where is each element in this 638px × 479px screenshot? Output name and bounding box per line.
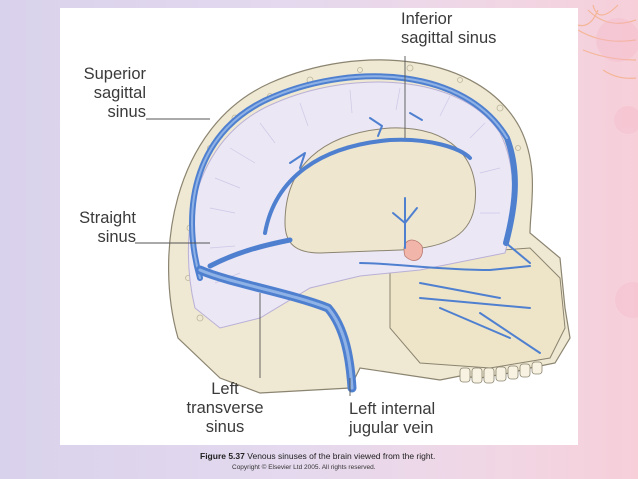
- facial-veins: [359, 242, 541, 354]
- figure-number: Figure 5.37: [200, 451, 245, 461]
- decorative-flower-graphic: [567, 4, 638, 318]
- teeth: [459, 361, 543, 384]
- figure-caption-text: Venous sinuses of the brain viewed from …: [247, 451, 436, 461]
- label-left-internal-jugular-vein: Left internal jugular vein: [349, 400, 436, 437]
- central-ventricle: [284, 127, 477, 254]
- label-left-transverse-sinus: Left transverse sinus: [186, 380, 264, 436]
- inferior-sagittal-sinus: [263, 137, 472, 235]
- copyright-notice: Copyright © Elsevier Ltd 2005. All right…: [232, 464, 376, 471]
- facial-bones: [389, 247, 566, 369]
- figure-caption: Figure 5.37 Venous sinuses of the brain …: [200, 451, 435, 461]
- venous-sinus-diagram: [135, 56, 571, 396]
- pituitary: [403, 239, 423, 261]
- straight-sinus-vessel: [207, 237, 293, 269]
- label-superior-sagittal-sinus: Superior sagittal sinus: [83, 65, 146, 121]
- label-straight-sinus: Straight sinus: [79, 209, 136, 246]
- figure-panel: Inferior sagittal sinus Superior sagitta…: [60, 8, 578, 445]
- label-inferior-sagittal-sinus: Inferior sagittal sinus: [401, 10, 497, 47]
